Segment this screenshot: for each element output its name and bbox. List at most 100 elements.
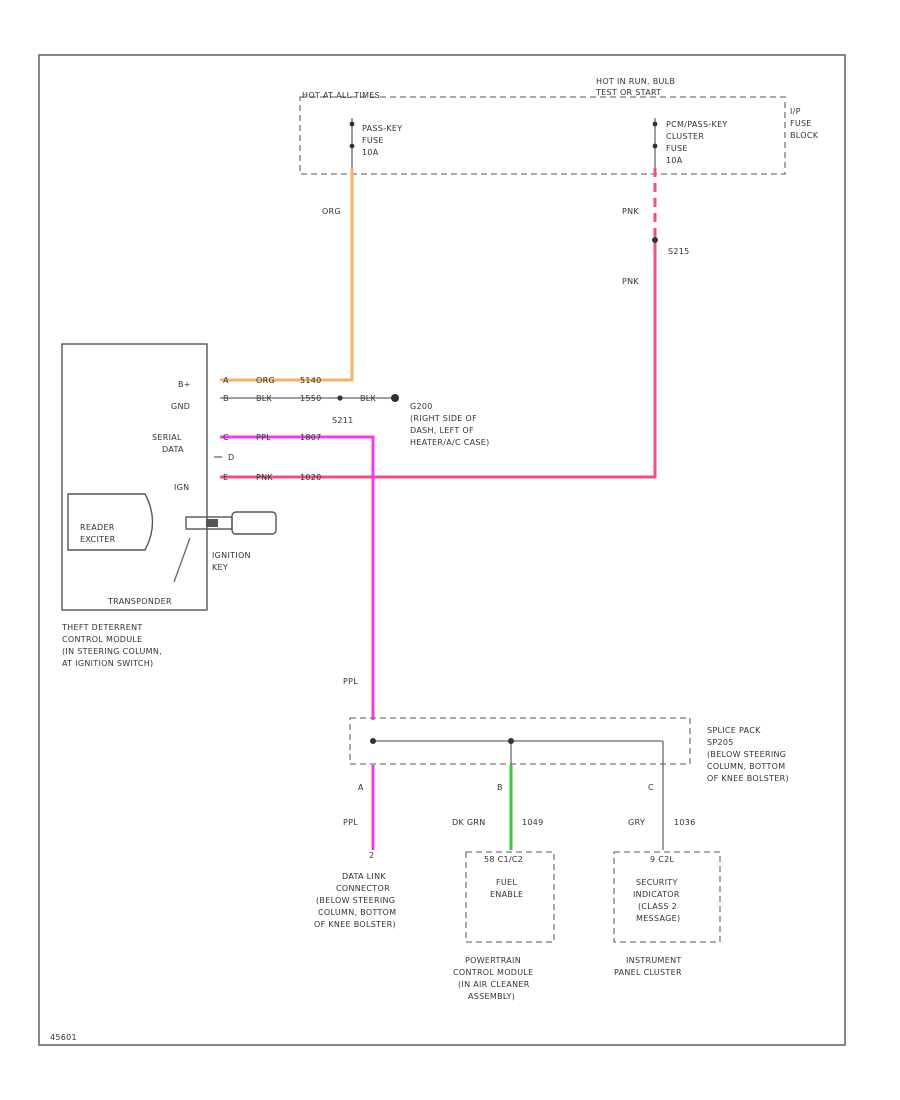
gnd-wire-color-2: BLK [360,394,377,403]
pin-b-plus: B+ [178,380,191,389]
powertrain-control-module: 58 C1/C2 FUEL ENABLE POWERTRAIN CONTROL … [453,851,555,1001]
dlc-pin: 2 [369,851,374,860]
hot-at-all-times-label: HOT AT ALL TIMES [302,91,380,100]
serial-wire-color: PPL [256,433,271,442]
key-pointer-line [173,537,191,583]
splice-pin-c: C [648,783,654,792]
dlc-label-4: COLUMN, BOTTOM [318,908,396,917]
pink-wire [220,240,657,479]
pcm-inner-2: ENABLE [490,890,523,899]
dlc-label-5: OF KNEE BOLSTER) [314,920,396,929]
module-outline [61,343,208,611]
ground-g200-symbol [391,394,399,402]
splice-s215-dot [652,237,658,243]
exciter-label: EXCITER [80,535,116,544]
reader-label: READER [80,523,115,532]
instrument-panel-cluster: 9 C2L SECURITY INDICATOR (CLASS 2 MESSAG… [613,851,721,977]
transponder-chip [206,519,218,527]
splice-s215-label: S215 [668,247,690,256]
ignition-key-blade [185,516,233,530]
ignition-key-label-2: KEY [212,563,228,572]
module-caption-3: (IN STEERING COLUMN, [62,647,162,656]
ground-label-1: G200 [410,402,433,411]
fuse2-rating: 10A [666,156,683,165]
serial-wire-circuit: 1807 [300,433,322,442]
dkgrn-wire-color: DK GRN [452,818,486,827]
diagram-frame [38,54,846,1046]
bplus-wire-color: ORG [256,376,275,385]
pcm-outline [465,851,555,943]
fuse1-terminal-bottom [349,143,355,149]
dkgrn-wire-circuit: 1049 [522,818,544,827]
pnk-wire-label-mid: PNK [622,277,639,286]
transponder-label: TRANSPONDER [107,597,172,606]
splice-pack-label-1: SPLICE PACK [707,726,761,735]
pin-letter-d: D [228,453,234,462]
fuse2-type: FUSE [666,144,688,153]
splice-node-a [370,738,376,744]
fuse-block-label-3: BLOCK [790,131,819,140]
ipc-inner-2: INDICATOR [633,890,680,899]
pcm-label-1: POWERTRAIN [465,956,521,965]
module-caption-4: AT IGNITION SWITCH) [62,659,153,668]
pin-letter-b: B [223,394,229,403]
pin-gnd: GND [171,402,190,411]
ign-wire-circuit: 1020 [300,473,322,482]
splice-pack: PPL SPLICE PACK SP205 (BELOW STEERING CO… [343,677,789,792]
splice-pack-outline [349,717,691,765]
ipc-inner-3: (CLASS 2 [638,902,677,911]
splice-node-b [508,738,514,744]
fuse-block-label-2: FUSE [790,119,812,128]
hot-run-label-line1: HOT IN RUN, BULB [596,77,675,86]
gnd-wire-circuit: 1550 [300,394,322,403]
module-caption-2: CONTROL MODULE [62,635,143,644]
fuse-block: HOT AT ALL TIMES HOT IN RUN, BULB TEST O… [299,77,819,175]
pcm-label-4: ASSEMBLY) [468,992,515,1001]
fuse2-terminal-top [652,121,658,127]
dlc-label-2: CONNECTOR [336,884,390,893]
fuse1-name: PASS-KEY [362,124,402,133]
splice-pack-label-3: (BELOW STEERING [707,750,786,759]
bplus-wire-circuit: 5140 [300,376,322,385]
reader-exciter-box [67,493,154,551]
dlc-label-1: DATA LINK [342,872,386,881]
fuse2-name: PCM/PASS-KEY [666,120,728,129]
ipc-label-2: PANEL CLUSTER [614,968,682,977]
hot-run-label-line2: TEST OR START [595,88,661,97]
ignition-key-label-1: IGNITION [212,551,251,560]
pcm-pin: 58 C1/C2 [484,855,523,864]
gnd-splice-dot [337,395,343,401]
orange-wire [220,168,354,382]
fuse-block-outline [299,96,786,175]
splice-s211-label: S211 [332,416,354,425]
pcm-label-2: CONTROL MODULE [453,968,534,977]
pin-letter-e: E [223,473,228,482]
splice-pack-label-4: COLUMN, BOTTOM [707,762,785,771]
ground-label-3: DASH, LEFT OF [410,426,474,435]
fuse2-terminal-bottom [652,143,658,149]
fuse1-terminal-top [349,121,355,127]
ipc-inner-1: SECURITY [636,878,678,887]
splice-pack-label-2: SP205 [707,738,734,747]
fuse2-line2: CLUSTER [666,132,704,141]
splice-pin-a: A [358,783,364,792]
fuse-block-label-1: I/P [790,107,801,116]
splice-pin-b: B [497,783,503,792]
ppl-wire-label-mid: PPL [343,677,358,686]
fuse1-rating: 10A [362,148,379,157]
fuse1-type: FUSE [362,136,384,145]
footer-diagram-id: 45601 [50,1033,77,1042]
module-caption-1: THEFT DETERRENT [61,623,143,632]
ign-wire-color: PNK [256,473,273,482]
gry-wire-color: GRY [628,818,645,827]
pcm-label-3: (IN AIR CLEANER [458,980,530,989]
ground-label-4: HEATER/A/C CASE) [410,438,490,447]
dlc-label-3: (BELOW STEERING [316,896,395,905]
org-wire-label: ORG [322,207,341,216]
data-link-connector: 2 DATA LINK CONNECTOR (BELOW STEERING CO… [314,851,396,929]
ppl-wire-label-bottom: PPL [343,818,358,827]
ipc-outline [613,851,721,943]
gry-wire-circuit: 1036 [674,818,696,827]
ignition-key-head [231,511,277,535]
